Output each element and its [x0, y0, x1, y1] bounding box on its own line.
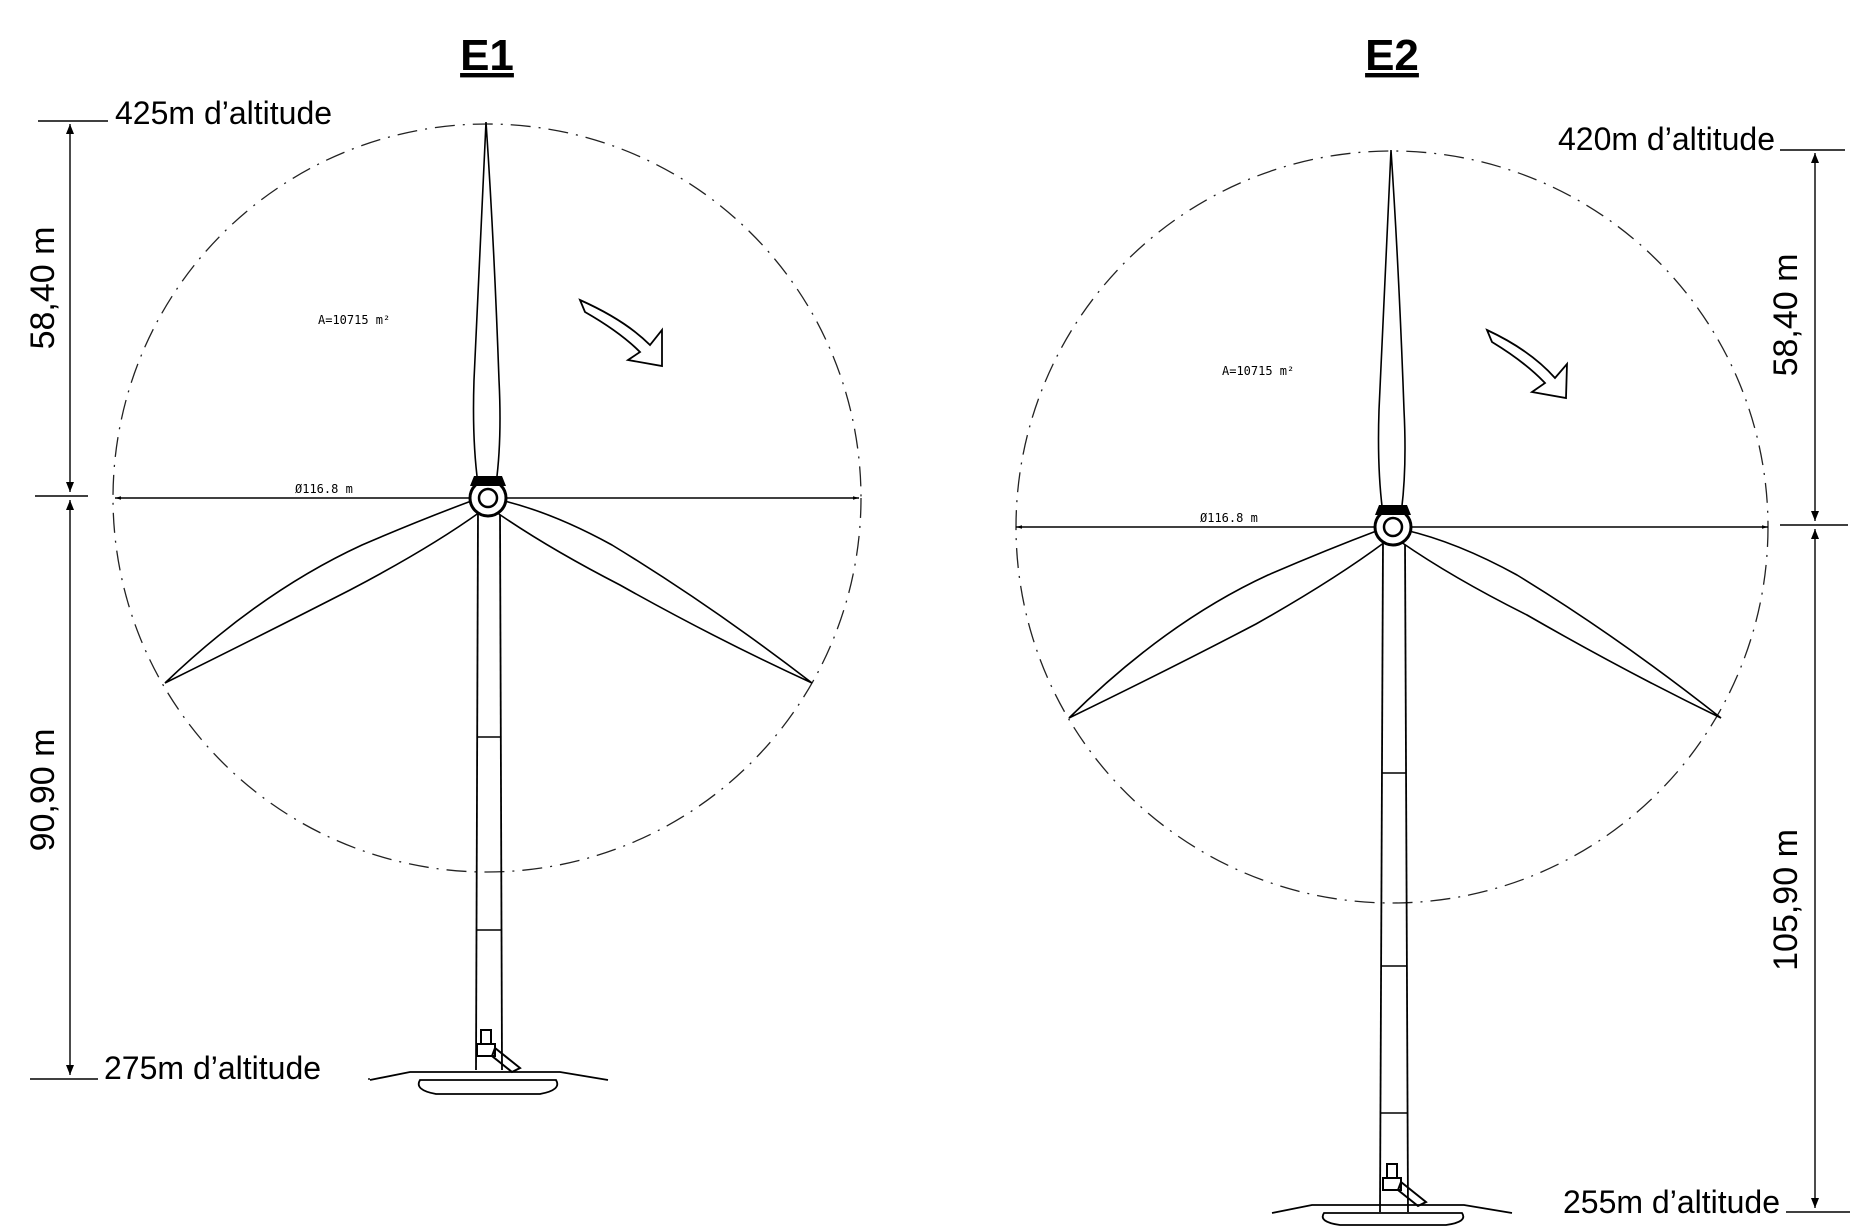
top-altitude-label: 420m d’altitude [1558, 121, 1775, 157]
ground-line [369, 1071, 609, 1081]
lower-dimension-label: 90,90 m [24, 729, 62, 852]
upper-dimension-label: 58,40 m [1767, 254, 1805, 377]
rotor-swept-circle [112, 123, 862, 873]
blade-right [1400, 529, 1722, 719]
bottom-altitude-label: 275m d’altitude [104, 1050, 321, 1086]
rotor-diameter-label: Ø116.8 m [295, 482, 353, 496]
ground-line [1271, 1204, 1513, 1214]
lower-dimension-label: 105,90 m [1767, 829, 1805, 971]
turbine-e1: E1 Ø116.8 m A=10715 m² [24, 31, 862, 1095]
tower [475, 509, 503, 1071]
turbine-title: E1 [460, 31, 514, 80]
blade-left [1068, 528, 1387, 719]
turbine-title: E2 [1365, 31, 1419, 80]
tower [1379, 539, 1409, 1213]
upper-dimension-label: 58,40 m [24, 227, 62, 350]
swept-area-label: A=10715 m² [1222, 364, 1294, 378]
foundation [1321, 1212, 1465, 1226]
swept-area-label: A=10715 m² [318, 313, 390, 327]
turbine-e2: E2 Ø116.8 m A=10715 m² [1015, 31, 1850, 1226]
top-altitude-label: 425m d’altitude [115, 95, 332, 131]
rotor-diameter-label: Ø116.8 m [1200, 511, 1258, 525]
foundation [417, 1079, 559, 1095]
blade-top [472, 121, 501, 485]
rotation-arrow-icon [578, 298, 663, 368]
blade-left [164, 499, 482, 684]
blade-right [495, 499, 813, 684]
blade-top [1377, 149, 1406, 515]
rotation-arrow-icon [1485, 328, 1568, 400]
bottom-altitude-label: 255m d’altitude [1563, 1184, 1780, 1220]
